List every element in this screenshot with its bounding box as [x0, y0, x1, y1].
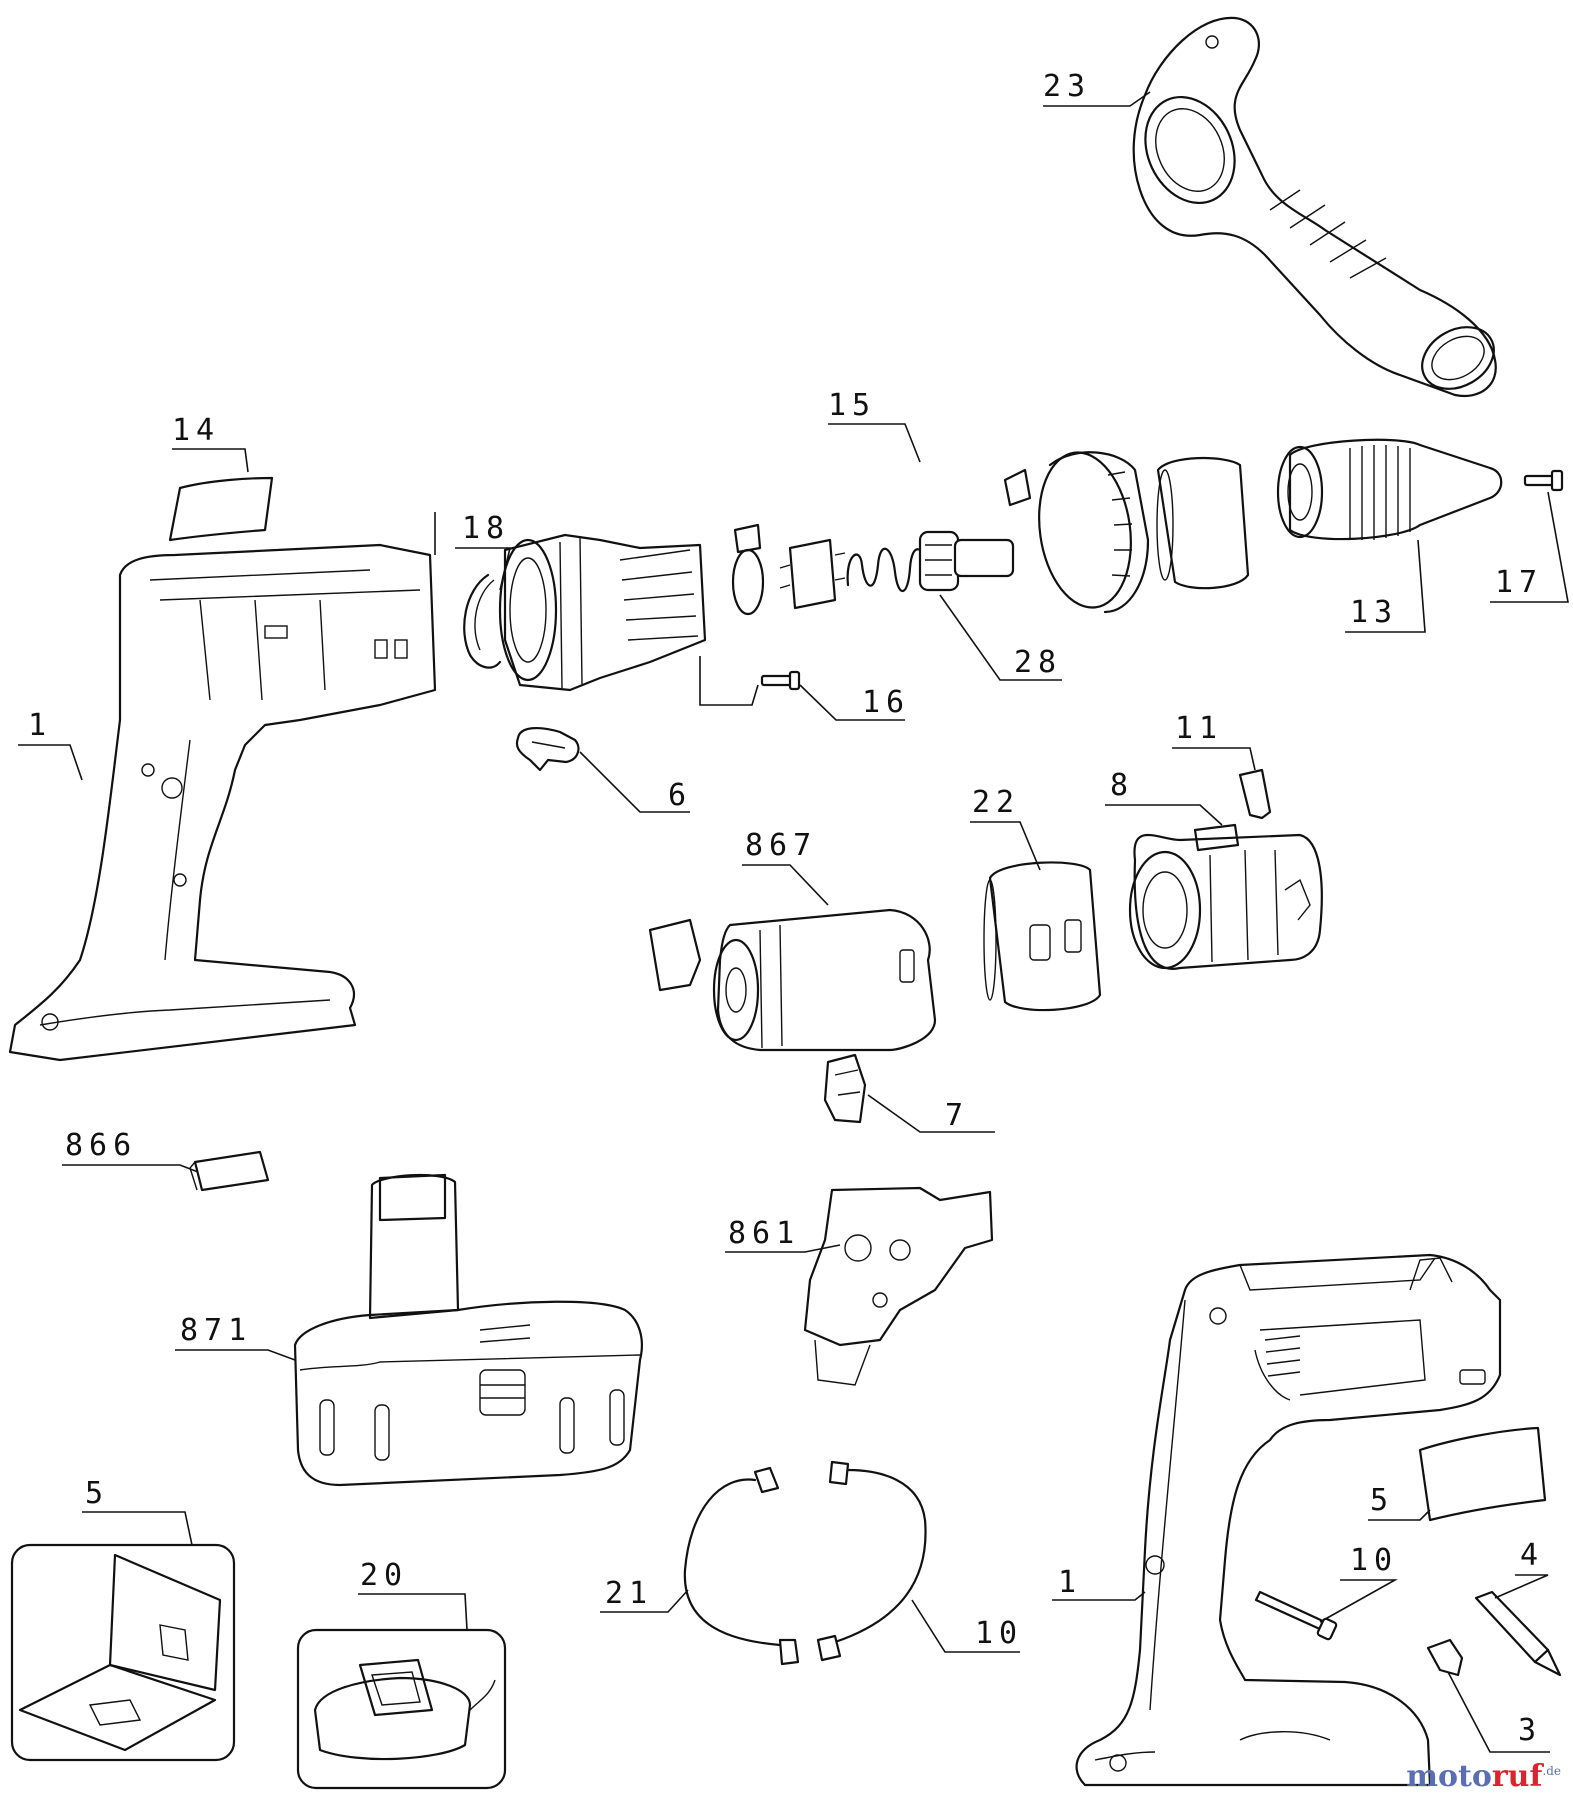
callout-12: 11	[1172, 711, 1256, 771]
callout-9: 867	[742, 828, 829, 906]
label-8: 22	[972, 785, 1020, 820]
label-861: 5	[85, 1476, 109, 1511]
label-7: 861	[728, 1216, 800, 1251]
label-plate-part	[168, 476, 274, 542]
battery-866-part	[293, 1173, 643, 1487]
label-18: 18	[462, 511, 510, 546]
label-16: 16	[862, 685, 910, 720]
watermark-part1: moto	[1406, 1759, 1492, 1794]
label-13: 13	[1350, 595, 1398, 630]
wire-20-part	[683, 1466, 800, 1666]
callout-1-bottom: 1	[1052, 1565, 1146, 1601]
gear-case-part	[498, 533, 707, 692]
callout-13: 13	[1345, 539, 1426, 633]
watermark-suffix: .de	[1542, 1764, 1561, 1778]
block-867-part	[189, 1150, 270, 1192]
retaining-ring-part	[463, 573, 502, 669]
sleeve-part	[1156, 457, 1250, 590]
side-handle-part	[1132, 16, 1497, 398]
callout-871: 20	[358, 1558, 468, 1631]
label-4: 4	[1520, 1538, 1544, 1573]
callout-1-top: 1	[18, 708, 83, 781]
clip-3-part	[1426, 1638, 1464, 1677]
label-14: 14	[172, 413, 220, 448]
label-1-bottom: 1	[1058, 1565, 1082, 1600]
label-12: 11	[1175, 711, 1223, 746]
label-28: 28	[1014, 645, 1062, 680]
spring-part	[846, 547, 929, 593]
ring-housing-8-part	[983, 861, 1102, 1012]
callout-15: 15	[434, 388, 921, 555]
label-5-part	[1418, 1426, 1547, 1522]
callout-17: 17	[1490, 491, 1569, 603]
clutch-washer-part	[731, 523, 765, 616]
callout-20: 21	[600, 1576, 689, 1613]
callout-866: 871	[175, 1313, 296, 1361]
gearbox-11-part	[1128, 823, 1323, 970]
label-9: 867	[745, 828, 817, 863]
label-15: 15	[828, 388, 876, 423]
label-866: 871	[180, 1313, 252, 1348]
callout-16: 16	[699, 656, 910, 721]
callout-11: 8	[1105, 768, 1223, 826]
label-23: 23	[1043, 69, 1091, 104]
callout-6: 6	[579, 751, 692, 813]
charger-871-part	[296, 1628, 507, 1790]
clip-22-part	[823, 1053, 867, 1124]
callout-8: 22	[970, 785, 1041, 871]
wire-21-part	[816, 1460, 927, 1662]
callout-5: 5	[1368, 1483, 1431, 1521]
switch-7-part	[803, 1186, 994, 1386]
motor-9-part	[648, 908, 937, 1052]
label-6: 6	[668, 778, 692, 813]
carry-case-861-part	[10, 1543, 236, 1762]
screw-16-part	[760, 670, 801, 691]
callout-867: 866	[62, 1128, 199, 1173]
callout-4: 4	[1494, 1538, 1549, 1599]
label-867: 866	[65, 1128, 137, 1163]
callout-22: 7	[867, 1094, 995, 1133]
callout-861: 5	[82, 1476, 193, 1546]
clip-6-part	[515, 726, 580, 772]
bit-4-part	[1474, 1590, 1562, 1677]
watermark-part2: ruf	[1491, 1759, 1543, 1794]
label-1-top: 1	[28, 708, 52, 743]
callout-28: 28	[939, 594, 1062, 681]
clutch-ring-part	[779, 538, 846, 610]
label-11: 8	[1110, 768, 1134, 803]
label-871: 20	[360, 1558, 408, 1593]
callout-7: 861	[725, 1216, 841, 1253]
label-22: 7	[945, 1098, 969, 1133]
label-21: 10	[975, 1616, 1023, 1651]
label-3: 3	[1518, 1713, 1542, 1748]
callout-3: 3	[1447, 1671, 1550, 1753]
label-20: 21	[605, 1576, 653, 1611]
label-17: 17	[1495, 565, 1543, 600]
watermark: motoruf.de	[1406, 1759, 1561, 1794]
label-10: 10	[1350, 1543, 1398, 1578]
keyless-chuck-part	[1276, 438, 1503, 541]
assembled-tool-part	[1075, 1253, 1502, 1787]
callout-23: 23	[1043, 69, 1151, 107]
callout-21: 10	[911, 1599, 1023, 1653]
chuck-screw-part	[1523, 469, 1564, 492]
callout-14: 14	[172, 413, 249, 473]
callout-10: 10	[1319, 1543, 1399, 1623]
brush-12-part	[1238, 768, 1272, 820]
housing-half-part	[8, 543, 437, 1062]
spindle-part	[918, 530, 1015, 592]
screw-10-part	[1254, 1590, 1338, 1641]
clutch-collar-part	[1003, 451, 1150, 614]
label-5: 5	[1370, 1483, 1394, 1518]
